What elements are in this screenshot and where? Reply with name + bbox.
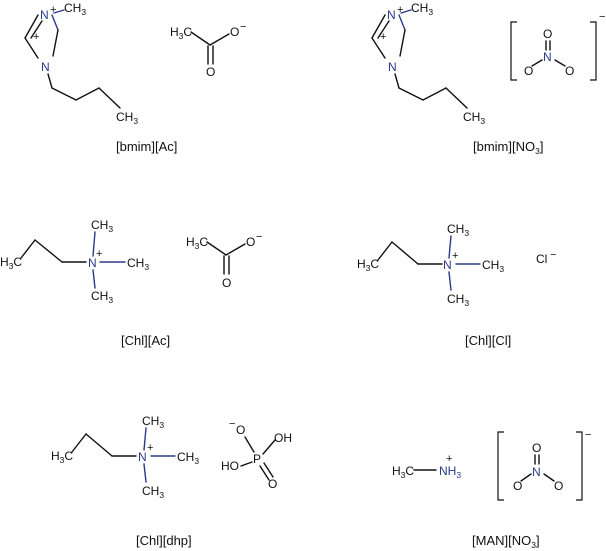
n-methyl-top: CH3 [142,414,164,430]
nitrate-charge: − [585,429,591,441]
nitrogen-charge: + [96,248,102,260]
quaternary-nitrogen: N [138,450,147,464]
ring-charge: + [380,31,386,43]
choline-cation-2: H3C N + CH3 CH3 CH3 [357,222,504,308]
nitrogen-charge: + [147,442,153,454]
chloride-anion: Cl − [536,249,556,266]
quaternary-nitrogen: N [443,258,452,272]
quaternary-nitrogen: N [88,256,97,270]
acetate-methyl: H3C [186,235,208,251]
nitrate-oxygen-top: O [543,27,552,41]
phosphorus: P [253,452,261,466]
n-methyl-bottom: CH3 [142,484,164,500]
nitrate-anion-1: − O N O O [510,11,605,81]
bmim-cation-2: N + CH3 + N CH3 [371,1,485,126]
methyl-group: CH3 [64,1,86,17]
nitrogen-charge: + [50,4,56,16]
acetate-oxygen-minus: O [230,25,239,39]
nitrate-oxygen-top: O [532,441,541,455]
phosphate-charge: − [229,418,235,430]
acetate-anion-2: H3C O − O [186,231,262,290]
ring-charge: + [33,31,39,43]
nitrogen-charge: + [452,250,458,262]
methyl-carbon: H3C [392,464,414,480]
nitrate-anion-2: − O N O O [497,429,591,501]
phosphate-oxygen-double: O [268,477,277,491]
compound-label: [Chl][Cl] [465,333,511,348]
choline-terminal-methyl: H3C [357,257,379,273]
compound-label: [MAN][NO3] [472,533,540,550]
choline-cation-1: H3C N + CH3 CH3 CH3 [0,218,149,305]
ring-nitrogen-3: N [387,8,396,22]
n-methyl-top: CH3 [447,222,469,238]
n-methyl-right: CH3 [127,256,149,272]
n-methyl-top: CH3 [91,218,113,234]
nitrate-oxygen-left: O [513,479,522,493]
compound-label: [bmim][NO3] [473,139,543,156]
compound-label: [Chl][dhp] [136,533,192,548]
butyl-terminal-methyl: CH3 [463,110,485,126]
nitrate-nitrogen: N [543,50,552,64]
nitrate-charge: − [599,11,605,23]
ammonium-group: NH3 [439,464,461,480]
phosphate-hydroxyl-right: OH [274,431,292,445]
nitrate-oxygen-left: O [524,64,533,78]
nitrate-oxygen-right: O [565,64,574,78]
acetate-charge: − [240,21,246,33]
n-methyl-bottom: CH3 [447,292,469,308]
compound-label: [bmim][Ac] [116,139,177,154]
n-methyl-bottom: CH3 [91,289,113,305]
ring-nitrogen-1: N [388,60,397,74]
acetate-carbonyl-oxygen: O [222,276,231,290]
ring-nitrogen-3: N [40,8,49,22]
acetate-charge: − [256,231,262,243]
acetate-anion-1: H3C O − O [170,21,246,79]
acetate-oxygen-minus: O [246,235,255,249]
compound-label: [Chl][Ac] [121,333,170,348]
methylammonium-cation: H3C + NH3 [392,453,461,480]
nitrogen-charge: + [397,4,403,16]
bmim-cation-1: N + CH3 + N CH3 [24,1,138,126]
nitrate-nitrogen: N [532,465,541,479]
phosphate-oxygen-minus: O [236,423,245,437]
ammonium-charge: + [446,453,452,465]
acetate-methyl: H3C [170,25,192,41]
chloride-charge: − [550,249,556,261]
choline-terminal-methyl: H3C [0,255,22,271]
dihydrogen-phosphate-anion: − O P OH HO O [221,418,292,491]
chloride-ion: Cl [536,252,547,266]
choline-cation-3: H3C N + CH3 CH3 CH3 [51,414,199,500]
choline-terminal-methyl: H3C [51,449,73,465]
acetate-carbonyl-oxygen: O [206,65,215,79]
nitrate-oxygen-right: O [554,479,563,493]
n-methyl-right: CH3 [482,258,504,274]
methyl-group: CH3 [411,1,433,17]
ring-nitrogen-1: N [41,60,50,74]
phosphate-hydroxyl-left: HO [221,459,239,473]
n-methyl-right: CH3 [177,450,199,466]
butyl-terminal-methyl: CH3 [116,110,138,126]
